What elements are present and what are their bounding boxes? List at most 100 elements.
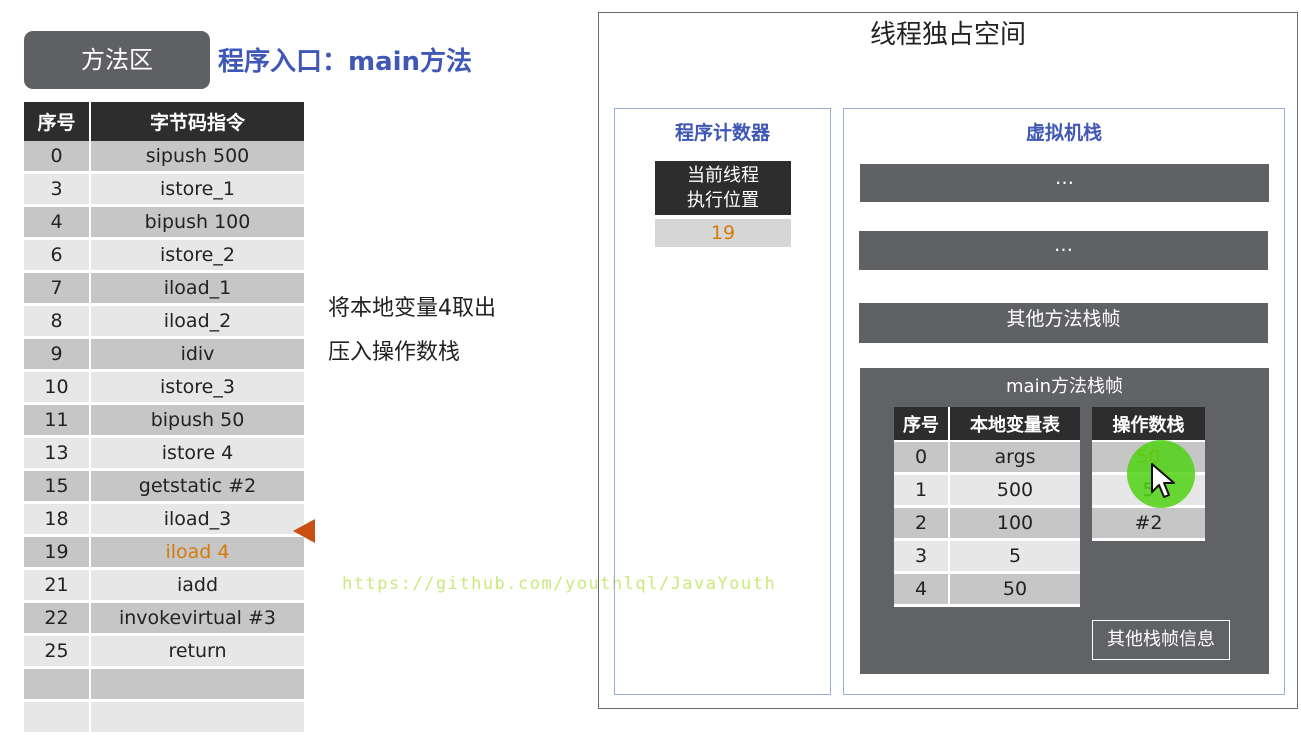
bytecode-index: 13 (24, 436, 91, 471)
local-variable-header-row: 序号 本地变量表 (894, 407, 1080, 442)
local-variable-index: 0 (894, 441, 950, 475)
local-variable-value: 50 (949, 572, 1080, 607)
operand-stack-header-row: 操作数栈 (1092, 407, 1205, 442)
bytecode-instruction: idiv (90, 337, 304, 372)
lv-header-index: 序号 (894, 407, 950, 442)
other-frame-info-box: 其他栈帧信息 (1092, 620, 1230, 660)
pc-register-value: 19 (655, 219, 791, 247)
header-index: 序号 (24, 102, 91, 141)
pc-register-label: 当前线程 执行位置 (655, 161, 791, 215)
bytecode-instruction: istore_2 (90, 238, 304, 273)
bytecode-index: 6 (24, 238, 91, 273)
pc-register-box (614, 108, 831, 695)
local-variable-value: 5 (949, 539, 1080, 574)
local-variable-value: 100 (949, 506, 1080, 541)
bytecode-instruction: istore_3 (90, 370, 304, 405)
vm-stack-box (843, 108, 1285, 695)
pc-register-title: 程序计数器 (674, 122, 770, 144)
local-variable-index: 3 (894, 539, 950, 574)
thread-space-title: 线程独占空间 (869, 20, 1026, 50)
bytecode-index: 10 (24, 370, 91, 405)
bytecode-instruction: iadd (90, 568, 304, 603)
operand-stack-header: 操作数栈 (1092, 407, 1205, 442)
bytecode-index: 9 (24, 337, 91, 372)
operand-stack-row: #2 (1092, 506, 1205, 541)
bytecode-index: 21 (24, 568, 91, 603)
vm-stack-title: 虚拟机栈 (1025, 122, 1102, 144)
stack-frame-ellipsis-1: … (860, 164, 1269, 202)
pc-label-line-1: 当前线程 (687, 165, 759, 186)
bytecode-instruction: invokevirtual #3 (90, 601, 304, 636)
watermark: https://github.com/youthlql/JavaYouth (342, 574, 777, 594)
mouse-cursor-icon (1151, 463, 1175, 498)
pc-label-line-2: 执行位置 (687, 190, 759, 211)
bytecode-index: 18 (24, 502, 91, 537)
local-variable-value: args (949, 441, 1080, 475)
bytecode-instruction: istore 4 (90, 436, 304, 471)
bytecode-index (24, 667, 91, 702)
bytecode-instruction: iload_2 (90, 304, 304, 339)
description-line-1: 将本地变量4取出 (328, 296, 496, 321)
bytecode-index: 15 (24, 469, 91, 504)
bytecode-row (24, 667, 304, 702)
local-variable-index: 2 (894, 506, 950, 541)
bytecode-index: 3 (24, 172, 91, 207)
description-line-2: 压入操作数栈 (328, 340, 461, 365)
bytecode-instruction (90, 700, 304, 735)
bytecode-index: 25 (24, 634, 91, 669)
bytecode-instruction: return (90, 634, 304, 669)
bytecode-header-row: 序号 字节码指令 (24, 102, 304, 141)
main-method-frame-title: main方法栈帧 (1006, 376, 1123, 397)
bytecode-index: 4 (24, 205, 91, 240)
bytecode-index: 8 (24, 304, 91, 339)
local-variable-index: 4 (894, 572, 950, 607)
entry-title: 程序入口：main方法 (218, 47, 473, 77)
bytecode-instruction: istore_1 (90, 172, 304, 207)
bytecode-instruction: iload 4 (90, 535, 304, 570)
bytecode-instruction: sipush 500 (90, 141, 304, 174)
bytecode-instruction (90, 667, 304, 702)
bytecode-row (24, 700, 304, 735)
local-variable-index: 1 (894, 473, 950, 508)
bytecode-index: 0 (24, 141, 91, 174)
bytecode-index: 22 (24, 601, 91, 636)
bytecode-instruction: getstatic #2 (90, 469, 304, 504)
bytecode-index: 19 (24, 535, 91, 570)
bytecode-instruction: iload_1 (90, 271, 304, 306)
bytecode-instruction: bipush 100 (90, 205, 304, 240)
bytecode-index: 7 (24, 271, 91, 306)
bytecode-index: 11 (24, 403, 91, 438)
bytecode-instruction: iload_3 (90, 502, 304, 537)
bytecode-index (24, 700, 91, 735)
operand-stack-value: #2 (1092, 506, 1205, 541)
bytecode-instruction: bipush 50 (90, 403, 304, 438)
lv-header-value: 本地变量表 (949, 407, 1080, 442)
method-area-label: 方法区 (24, 31, 210, 89)
stack-frame-ellipsis-2: … (859, 231, 1268, 270)
header-instruction: 字节码指令 (90, 102, 304, 141)
current-instruction-pointer-icon (293, 519, 315, 543)
thread-space-box (598, 12, 1298, 709)
